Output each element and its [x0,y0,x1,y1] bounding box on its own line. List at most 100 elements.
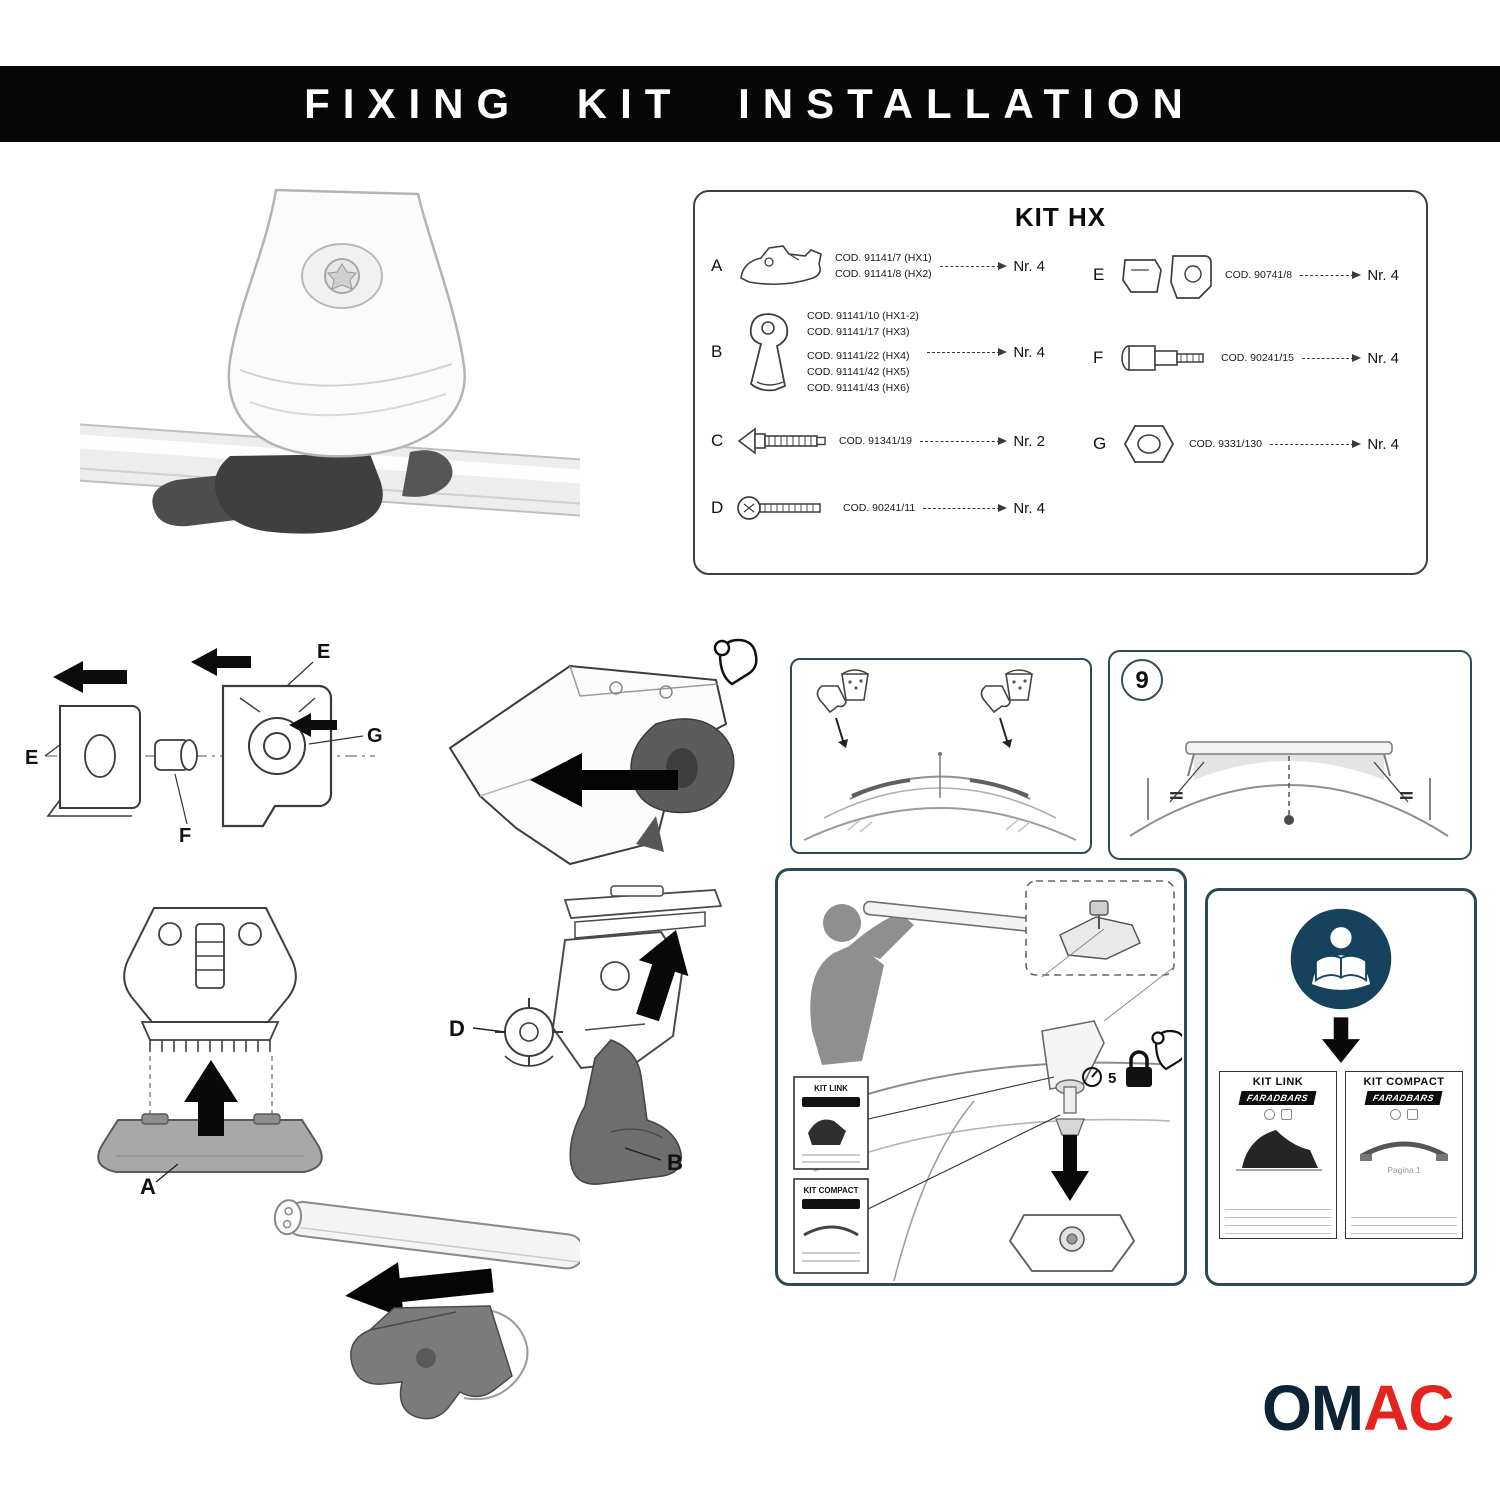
label-a: A [140,1174,156,1199]
kit-compact-mini-title: KIT COMPACT [804,1186,859,1195]
kit-row-c: C COD. 91341/19 Nr. 2 [711,424,1045,458]
logo-om: OM [1262,1372,1364,1444]
muscle-arm-icon [713,638,758,686]
leader-arrow [1300,270,1362,279]
part-f-icon [1121,345,1204,371]
part-code: COD. 91141/8 (HX2) [835,268,932,280]
kit-row-e: E COD. 90741/8 Nr. 4 [1093,246,1399,304]
part-codes: COD. 90241/15 [1221,350,1294,366]
kit-compact-card: KIT COMPACT FARADBARS Pagina 1 [1345,1071,1463,1239]
assembly-diagram: D B [415,880,780,1215]
kit-compact-title: KIT COMPACT [1363,1076,1445,1088]
label-b: B [667,1150,683,1175]
header-band: FIXING KIT INSTALLATION [0,66,1500,142]
torque-value: 5 [1108,1070,1116,1087]
page-title: FIXING KIT INSTALLATION [304,80,1196,127]
omac-logo: OMAC [1262,1376,1455,1440]
part-qty: Nr. 4 [1013,499,1045,517]
faradbars-logo: FARADBARS [1364,1091,1443,1105]
part-qty: Nr. 4 [1367,349,1399,367]
step9-panel: 9 = = [1108,650,1472,860]
spec-table [1225,1202,1331,1234]
part-b-icon [749,313,789,392]
badge-icon [1281,1109,1292,1120]
kit-link-mini-title: KIT LINK [814,1084,848,1093]
part-code: COD. 91141/43 (HX6) [807,382,910,395]
certification-badges [1264,1109,1292,1120]
fin-foot-art [1236,1130,1322,1171]
leader-arrow [1269,439,1362,448]
kit-row-b: B COD. 91141/10 (HX1-2) COD. 91141/17 (H… [711,308,1045,396]
up-arrow-icon [636,930,689,1022]
part-letter: G [1093,434,1107,453]
leader-arrow [926,347,1008,356]
part-code: COD. 91141/17 (HX3) [807,326,910,339]
crossbar-art [1360,1141,1448,1161]
leader-arrow [923,503,1008,512]
center-assembly [1041,1020,1105,1136]
part-code: COD. 90741/8 [1225,268,1293,281]
kit-hx-panel: KIT HX A COD. 91141/7 (HX1) COD. 91141/8… [693,190,1428,575]
logo-ac: AC [1363,1372,1454,1444]
kit-link-mini-card: KIT LINK [793,1076,869,1170]
part-codes: COD. 91141/10 (HX1-2) COD. 91141/17 (HX3… [807,308,919,396]
part-qty: Nr. 4 [1367,435,1399,453]
up-arrow-icon [184,1060,238,1136]
part-letter: E [1093,265,1105,284]
kit-row-g: G COD. 9331/130 Nr. 4 [1093,418,1399,470]
down-arrow-icon [1051,1135,1089,1201]
leader-arrow [919,436,1008,445]
leader-arrow [939,261,1007,270]
part-codes: COD. 90241/11 [843,500,915,516]
label-g: G [367,725,383,747]
exploded-diagram: E G F E [15,628,390,893]
roof-foot-art [49,188,611,534]
bar-end-diagram [220,1180,585,1450]
kit-title: KIT HX [1014,202,1107,232]
equals-left: = [1168,783,1185,807]
part-qty: Nr. 4 [1013,343,1045,361]
hero-illustration [49,180,611,575]
foot-slide-diagram [420,628,780,893]
pad-diagram: A [50,890,370,1200]
part-d-icon [737,496,821,520]
kit-row-d: D COD. 90241/11 Nr. 4 [711,494,1045,522]
part-a-icon [740,245,822,286]
g-pointer-arrow-icon [289,713,337,737]
left-arrow-icon [530,753,678,807]
certification-badges [1390,1109,1418,1120]
left-arrow-icon [53,661,127,693]
part-code: COD. 91141/42 (HX5) [807,365,910,378]
part-code: COD. 91141/7 (HX1) [835,251,932,264]
part-code: COD. 9331/130 [1189,437,1262,450]
padlock-icon [1126,1050,1152,1087]
read-manual-icon [1290,908,1392,1010]
faradbars-logo: FARADBARS [1238,1091,1317,1105]
left-arrow-icon [191,648,251,676]
part-qty: Nr. 4 [1013,257,1045,275]
kit-row-a: A COD. 91141/7 (HX1) COD. 91141/8 (HX2) … [711,240,1045,292]
part-code: COD. 91141/10 (HX1-2) [807,310,919,322]
part-code: COD. 91141/22 (HX4) [807,349,910,362]
grease-hand-icon [816,669,869,749]
part-letter: D [711,498,724,517]
manual-cards: KIT LINK FARADBARS KIT COMPACT FARADBARS [1219,1071,1463,1239]
part-c-icon [737,427,826,455]
leader-arrow [1301,353,1362,362]
badge-icon [1264,1109,1275,1120]
kit-link-card: KIT LINK FARADBARS [1219,1071,1337,1239]
part-code: COD. 91341/19 [839,434,912,447]
install-panel: 5 KIT LINK KIT COMPACT [775,868,1188,1286]
label-e-top: E [317,641,330,663]
part-qty: Nr. 2 [1013,432,1045,450]
part-letter: A [711,256,723,275]
badge-icon [1407,1109,1418,1120]
part-codes: COD. 91341/19 [839,433,912,449]
equals-right: = [1398,783,1415,807]
badge-icon [1390,1109,1401,1120]
part-letter: F [1093,348,1104,367]
part-codes: COD. 91141/7 (HX1) COD. 91141/8 (HX2) [835,250,932,283]
kit-row-f: F COD. 90241/15 Nr. 4 [1093,338,1399,378]
kit-link-title: KIT LINK [1252,1076,1304,1088]
